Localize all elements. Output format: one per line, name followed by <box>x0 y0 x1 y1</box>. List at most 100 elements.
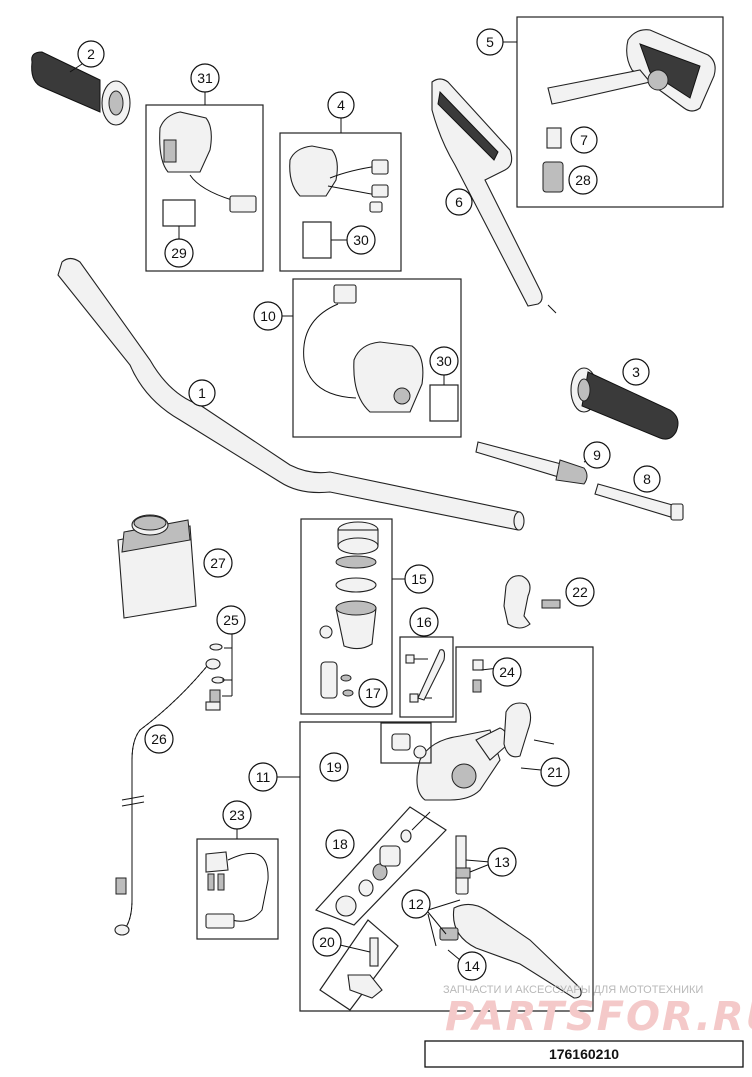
watermark-brand: PARTSFOR.RU <box>445 994 752 1040</box>
callout-1[interactable]: 1 <box>188 379 216 407</box>
callout-label: 21 <box>547 764 563 780</box>
callout-label: 25 <box>223 612 239 628</box>
nut-part-28[interactable] <box>542 161 564 193</box>
callout-label: 15 <box>411 571 427 587</box>
callout-28[interactable]: 28 <box>568 165 598 195</box>
callout-27[interactable]: 27 <box>203 548 233 578</box>
callout-30-lower[interactable]: 30 <box>429 346 459 376</box>
callout-11[interactable]: 11 <box>248 762 278 792</box>
callout-label: 2 <box>87 46 95 62</box>
callout-label: 4 <box>337 97 345 113</box>
callout-label: 29 <box>171 245 187 261</box>
callout-4[interactable]: 4 <box>327 91 355 119</box>
brake-hose-26[interactable] <box>114 658 221 936</box>
group-box-reservoir-15 <box>300 518 393 715</box>
screw-set-box-29 <box>162 199 196 227</box>
callout-3[interactable]: 3 <box>622 358 650 386</box>
callout-label: 14 <box>464 958 480 974</box>
brake-light-switch-23[interactable] <box>205 851 269 929</box>
callouts: 1 2 3 4 5 6 7 8 9 10 11 12 13 14 15 16 1… <box>77 28 661 981</box>
reservoir-hose-17[interactable] <box>320 661 354 699</box>
bolt-8[interactable] <box>594 483 684 521</box>
bar-end-sleeve-9[interactable] <box>475 441 588 485</box>
callout-17[interactable]: 17 <box>358 678 388 708</box>
switch-housing-4[interactable] <box>289 145 389 213</box>
callout-label: 18 <box>332 836 348 852</box>
callout-10[interactable]: 10 <box>253 301 283 331</box>
callout-20[interactable]: 20 <box>312 927 342 957</box>
bolts-16[interactable] <box>405 649 446 703</box>
master-cylinder-body[interactable] <box>416 727 508 801</box>
callout-16[interactable]: 16 <box>409 607 439 637</box>
drawing-code: 176160210 <box>549 1046 619 1062</box>
banjo-fitting-19[interactable] <box>380 722 432 764</box>
group-box-mirror-right <box>516 16 724 208</box>
grip-left[interactable] <box>31 51 131 126</box>
reservoir-cap[interactable] <box>337 521 379 555</box>
brake-lever-12[interactable] <box>439 869 582 999</box>
bleed-nipple-24[interactable] <box>472 659 484 693</box>
reservoir-body[interactable] <box>319 600 377 650</box>
callout-5[interactable]: 5 <box>476 28 504 56</box>
callout-21[interactable]: 21 <box>540 757 570 787</box>
screw-set-box-30a <box>302 221 332 259</box>
screw-set-box-30b <box>429 384 459 422</box>
brake-fluid-can-27[interactable] <box>117 514 197 619</box>
switch-housing-31[interactable] <box>159 111 257 213</box>
group-box-push-rod-20 <box>319 919 399 1011</box>
callout-label: 31 <box>197 70 213 86</box>
watermark-subtitle: ЗАПЧАСТИ И АКСЕССУАРЫ ДЛЯ МОТОТЕХНИКИ <box>443 984 703 996</box>
callout-29[interactable]: 29 <box>164 238 194 268</box>
callout-14[interactable]: 14 <box>457 951 487 981</box>
callout-31[interactable]: 31 <box>190 63 220 93</box>
callout-label: 6 <box>455 194 463 210</box>
callout-6[interactable]: 6 <box>445 188 473 216</box>
callout-18[interactable]: 18 <box>325 829 355 859</box>
callout-9[interactable]: 9 <box>583 441 611 469</box>
callout-label: 16 <box>416 614 432 630</box>
callout-label: 8 <box>643 471 651 487</box>
callout-label: 1 <box>198 385 206 401</box>
callout-19[interactable]: 19 <box>319 752 349 782</box>
callout-label: 30 <box>353 232 369 248</box>
clamp-part-21[interactable] <box>503 702 555 758</box>
callout-label: 22 <box>572 584 588 600</box>
callout-label: 5 <box>486 34 494 50</box>
callout-label: 13 <box>494 854 510 870</box>
callout-8[interactable]: 8 <box>633 465 661 493</box>
callout-13[interactable]: 13 <box>487 847 517 877</box>
pivot-bolt-13[interactable] <box>455 835 471 879</box>
switch-housing-10[interactable] <box>303 284 424 413</box>
callout-2[interactable]: 2 <box>77 40 105 68</box>
callout-label: 26 <box>151 731 167 747</box>
handlebar[interactable] <box>57 257 525 531</box>
callout-24[interactable]: 24 <box>492 657 522 687</box>
push-rod-20[interactable] <box>347 937 383 999</box>
grip-right[interactable] <box>570 367 679 440</box>
callout-label: 10 <box>260 308 276 324</box>
callout-22[interactable]: 22 <box>565 577 595 607</box>
adapter-part-7[interactable] <box>546 127 562 149</box>
piston-kit-18[interactable] <box>335 811 431 917</box>
banjo-bolt-25[interactable] <box>205 630 233 711</box>
callout-12[interactable]: 12 <box>401 889 431 919</box>
callout-label: 12 <box>408 896 424 912</box>
callout-15[interactable]: 15 <box>404 564 434 594</box>
group-box-master-cylinder-11 <box>299 646 594 1012</box>
callout-label: 17 <box>365 685 381 701</box>
group-box-switch-10 <box>292 278 462 438</box>
callout-25[interactable]: 25 <box>216 605 246 635</box>
callout-26[interactable]: 26 <box>144 724 174 754</box>
callout-23[interactable]: 23 <box>222 800 252 830</box>
callout-label: 19 <box>326 759 342 775</box>
mirror-right[interactable] <box>547 29 716 112</box>
reservoir-diaphragm[interactable] <box>335 555 377 593</box>
group-box-piston-kit-18 <box>314 806 447 926</box>
mirror-left[interactable] <box>431 78 557 314</box>
callout-label: 9 <box>593 447 601 463</box>
callout-label: 28 <box>575 172 591 188</box>
callout-30-upper[interactable]: 30 <box>346 225 376 255</box>
clamp-22[interactable] <box>503 575 561 629</box>
callout-7[interactable]: 7 <box>570 126 598 154</box>
